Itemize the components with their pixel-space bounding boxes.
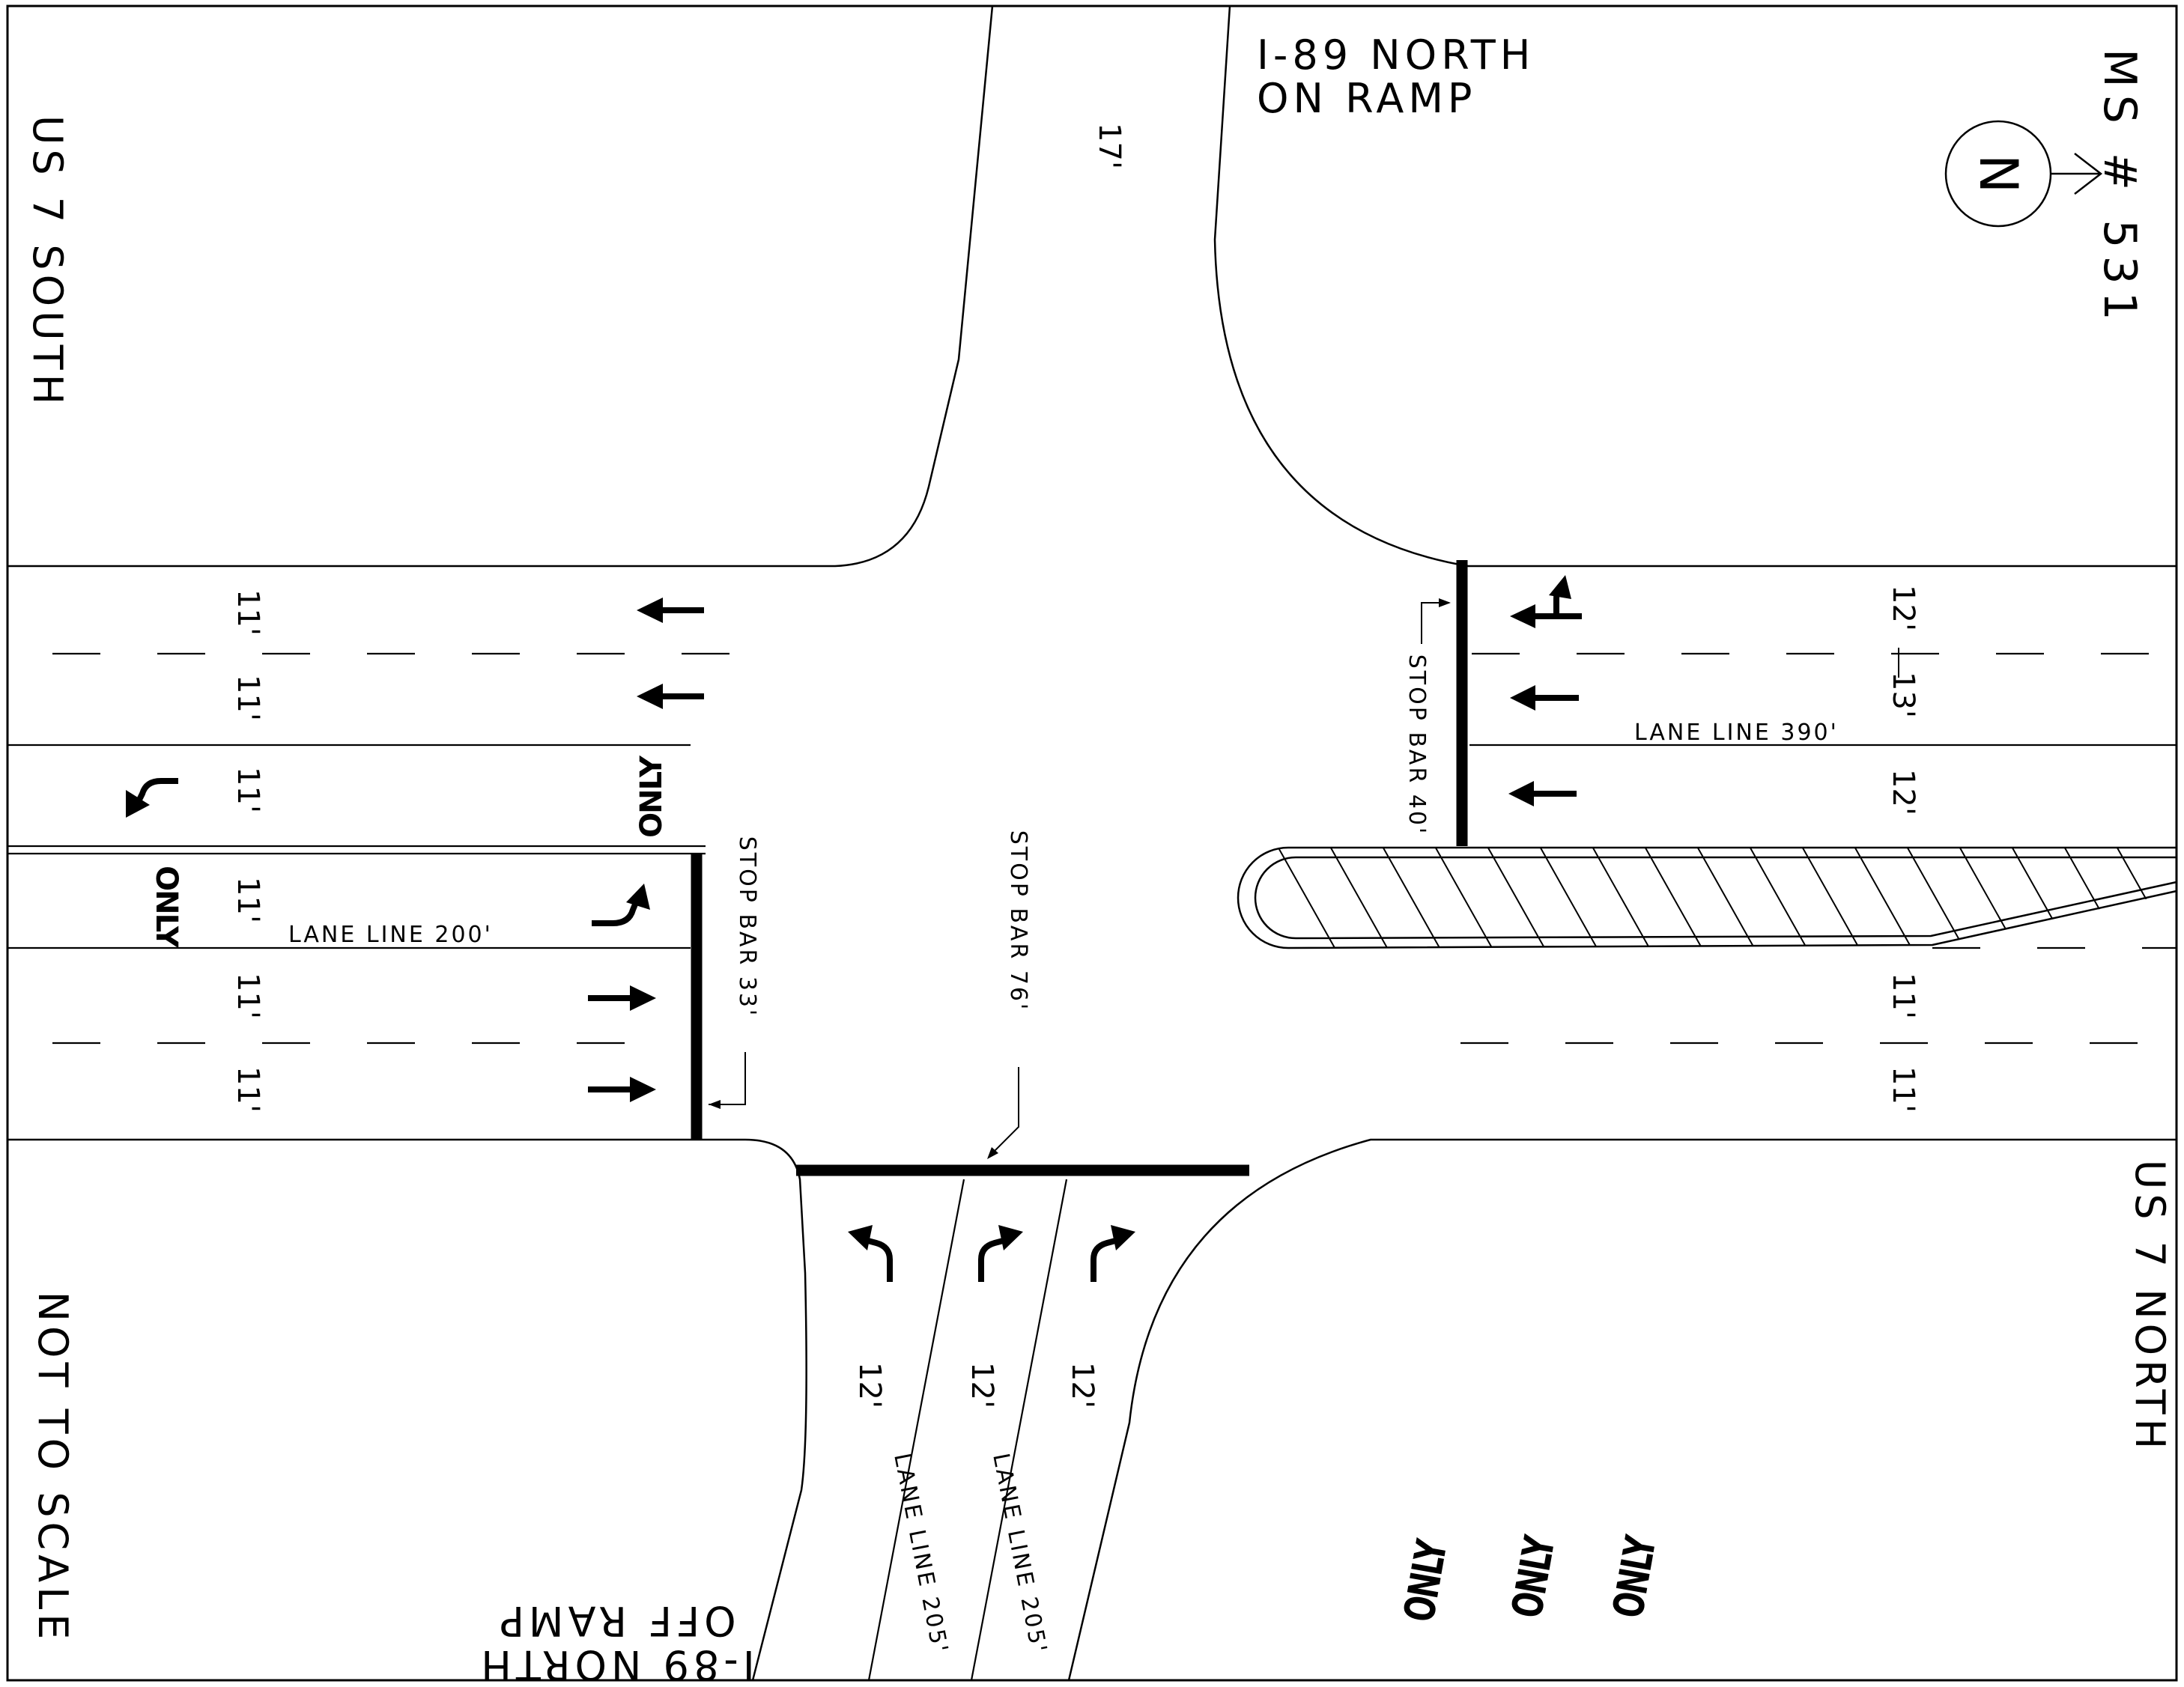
west-lane-width: 11' (231, 767, 265, 813)
stop-bar-east-label: STOP BAR 40' (1404, 654, 1430, 836)
lane-line-south-right-label: LANE LINE 205' (987, 1451, 1052, 1657)
east-lane-width: 12' (1886, 585, 1920, 631)
through-arrow-icon (1508, 781, 1577, 806)
sheet-id: MS # 531 (2093, 49, 2146, 328)
south-lane-width: 12' (852, 1362, 887, 1408)
only-marking: ONLY (1503, 1532, 1565, 1622)
only-marking: ONLY (1395, 1536, 1457, 1626)
only-marking: ONLY (149, 866, 183, 949)
stop-bar-west-label: STOP BAR 33' (734, 836, 760, 1018)
lane-lines (7, 652, 2177, 1681)
us7-north-label: US 7 NORTH (2126, 1160, 2174, 1454)
u-turn-arrow-icon (592, 884, 650, 926)
labels: MS # 531 I-89 NORTH ON RAMP US 7 SOUTH U… (24, 31, 2174, 1687)
south-lane-width: 12' (1065, 1362, 1099, 1408)
west-lane-width: 11' (231, 675, 265, 721)
left-turn-arrow-icon (848, 1225, 893, 1282)
on-ramp-width: 17' (1092, 123, 1126, 169)
on-ramp-label-2: ON RAMP (1257, 75, 1477, 122)
left-through-arrow-icon (1510, 575, 1582, 628)
through-arrow-icon (1510, 685, 1579, 711)
east-lane-width: 12' (1886, 769, 1920, 815)
scale-note: NOT TO SCALE (29, 1292, 76, 1644)
east-lane-width: 11' (1886, 1066, 1920, 1113)
through-arrow-icon (637, 598, 704, 623)
west-lane-width: 11' (231, 973, 265, 1019)
left-turn-arrow-icon (126, 778, 178, 818)
east-lane-width: 13' (1886, 672, 1920, 718)
off-ramp-label-2: OFF RAMP (495, 1597, 735, 1644)
west-lane-width: 11' (231, 1066, 265, 1113)
median-island (1237, 846, 2180, 949)
off-ramp-label-1: I-89 NORTH (476, 1641, 754, 1687)
west-lane-width: 11' (231, 877, 265, 923)
west-lane-width: 11' (231, 589, 265, 636)
right-turn-arrow-icon (1091, 1225, 1135, 1282)
leader-lines (709, 602, 1449, 1158)
through-arrow-icon (588, 1077, 656, 1102)
us7-south-label: US 7 SOUTH (24, 115, 71, 409)
stop-bar-south-label: STOP BAR 76' (1005, 830, 1031, 1012)
east-lane-width: 11' (1886, 973, 1920, 1019)
right-turn-arrow-icon (978, 1225, 1023, 1282)
pavement-arrows (126, 575, 1582, 1282)
only-marking: ONLY (1604, 1532, 1666, 1622)
north-letter: N (1968, 154, 2029, 193)
through-arrow-icon (588, 985, 656, 1011)
only-marking: ONLY (634, 755, 669, 838)
on-ramp-label-1: I-89 NORTH (1257, 31, 1535, 79)
lane-line-south-left-label: LANE LINE 205' (888, 1451, 953, 1657)
stop-bars (691, 560, 1468, 1176)
lane-line-west-label: LANE LINE 200' (288, 922, 493, 948)
north-arrow-icon: N (1944, 120, 2103, 228)
road-edges (7, 5, 2177, 1681)
south-lane-width: 12' (965, 1362, 999, 1408)
drawing-border (6, 4, 2178, 1682)
lane-line-east-label: LANE LINE 390' (1634, 720, 1839, 746)
through-arrow-icon (637, 684, 704, 709)
